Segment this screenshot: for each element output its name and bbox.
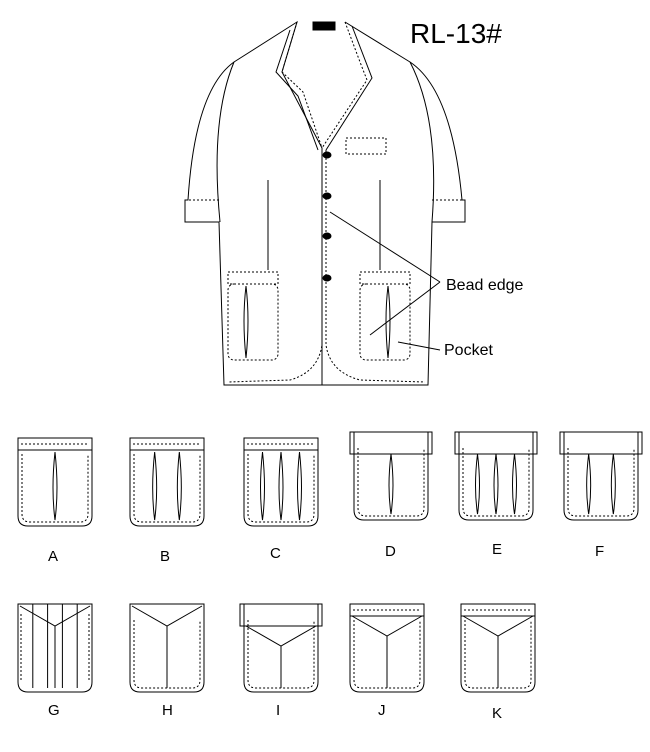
right-lapel-edge — [325, 25, 373, 151]
button-3 — [322, 232, 332, 240]
pocket-stitch-F — [567, 448, 635, 517]
pocket-label-A: A — [48, 548, 59, 565]
pocket-pleat-F-1 — [610, 453, 616, 515]
jacket-left-body — [184, 20, 323, 386]
right-sleeve — [409, 61, 435, 223]
left-pocket-pleat — [243, 285, 249, 359]
pocket-flap-E — [454, 431, 538, 455]
bead-edge-callout: Bead edge — [446, 277, 524, 294]
collar-tag — [312, 21, 336, 31]
pocket-outline-F — [563, 431, 639, 521]
front-edge — [227, 150, 323, 383]
pocket-label-D: D — [385, 543, 396, 560]
pocket-outline-K — [460, 603, 536, 693]
pocket-pleat-C-1 — [278, 451, 284, 521]
model-title: RL-13# — [410, 18, 502, 49]
pocket-pleat-C-0 — [260, 451, 265, 521]
right-lapel — [321, 21, 368, 149]
pocket-pleat-A-0 — [52, 451, 58, 521]
pocket-label-H: H — [162, 702, 173, 719]
button-4 — [322, 274, 332, 282]
pocket-stitch-B — [133, 454, 201, 523]
pocket-label-J: J — [378, 702, 386, 719]
pocket-outline-B — [129, 437, 205, 527]
pocket-label-B: B — [160, 548, 171, 565]
button-1 — [322, 151, 332, 159]
pocket-pleat-E-0 — [475, 453, 480, 515]
pocket-pleat-E-2 — [512, 453, 517, 515]
pocket-outline-J — [349, 603, 425, 693]
chest-pocket — [345, 137, 387, 155]
bead-edge-arrow-2 — [369, 281, 441, 336]
jacket-right-body — [322, 21, 466, 386]
pocket-label-K: K — [492, 705, 503, 722]
pocket-outline-A — [17, 437, 93, 527]
pocket-outline-E — [458, 431, 534, 521]
pocket-pleat-B-1 — [176, 451, 182, 521]
pocket-flap-D — [349, 431, 433, 455]
pocket-v-K — [462, 615, 534, 637]
pocket-stitch-C — [247, 454, 315, 523]
pocket-label-E: E — [492, 541, 503, 558]
bead-edge-arrow-1 — [329, 211, 441, 283]
pocket-pleat-D-0 — [388, 453, 394, 515]
pocket-pleat-F-0 — [586, 453, 592, 515]
pocket-flap-F — [559, 431, 643, 455]
left-lapel-edge — [275, 29, 319, 151]
pocket-v-I — [245, 625, 317, 647]
pocket-outline-C — [243, 437, 319, 527]
pocket-v-J — [351, 615, 423, 637]
pocket-pleat-C-2 — [297, 451, 302, 521]
pocket-arrow — [397, 341, 441, 351]
right-pocket-pleat — [385, 285, 391, 359]
pocket-stitch-D — [357, 448, 425, 517]
pocket-label-C: C — [270, 545, 281, 562]
left-sleeve — [216, 61, 235, 223]
pocket-label-F: F — [595, 543, 605, 560]
pocket-stitch-A — [21, 454, 89, 523]
pocket-v-H — [131, 605, 203, 627]
pocket-outline-D — [353, 431, 429, 521]
pocket-callout: Pocket — [444, 342, 493, 359]
pocket-flap-I — [239, 603, 323, 627]
pocket-stitch-E — [462, 448, 530, 517]
right-pocket-band — [359, 271, 411, 285]
left-pocket-band — [227, 271, 279, 285]
pocket-outline-I — [243, 603, 319, 693]
pocket-pleat-E-1 — [493, 453, 499, 515]
pocket-v-G — [19, 605, 91, 627]
button-2 — [322, 192, 332, 200]
pocket-label-I: I — [276, 702, 281, 719]
pocket-outline-H — [129, 603, 205, 693]
pocket-outline-G — [17, 603, 93, 693]
pocket-label-G: G — [48, 702, 60, 719]
pocket-pleat-B-0 — [152, 451, 158, 521]
